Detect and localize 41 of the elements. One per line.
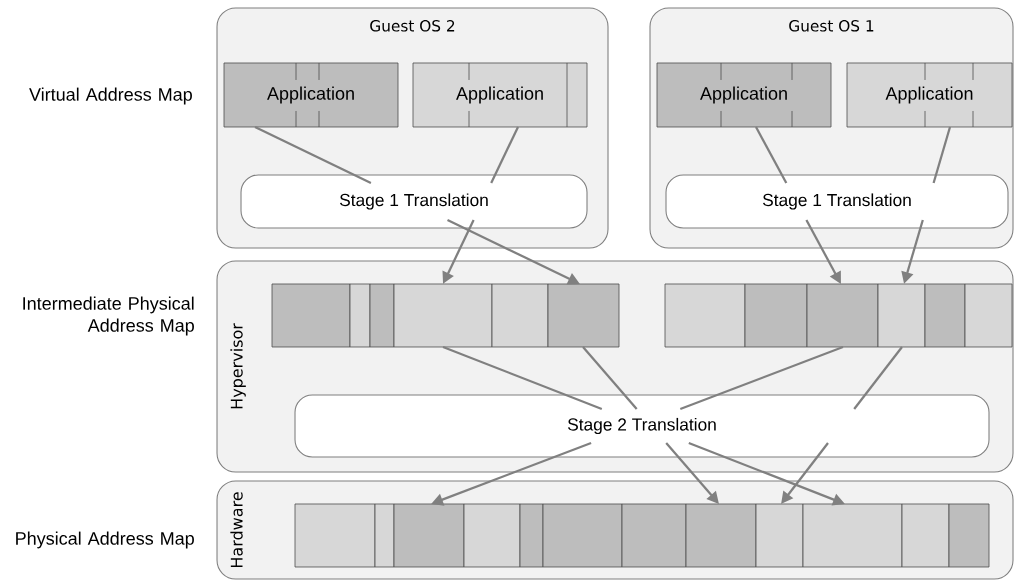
memory-block: [547, 283, 620, 348]
memory-block: [664, 283, 746, 348]
connector-line: [442, 345, 603, 411]
application-block: Application: [846, 62, 1013, 128]
memory-block: [744, 283, 808, 348]
connector-line: [932, 126, 952, 184]
application-block: Application: [223, 62, 399, 128]
memory-block: [393, 283, 493, 348]
memory-block: [271, 283, 351, 348]
memory-block: [877, 283, 926, 348]
memory-block: [374, 503, 395, 568]
connector-line: [490, 126, 520, 184]
row-label: Physical Address Map: [16, 531, 194, 549]
arrow: [665, 442, 719, 504]
memory-block: [948, 503, 990, 568]
translation-box: Stage 2 Translation: [294, 394, 990, 458]
connector-line: [679, 345, 844, 411]
memory-block: [349, 283, 371, 348]
row-label: Intermediate Physical Address Map: [23, 296, 194, 336]
arrow: [781, 442, 829, 504]
application-block: Application: [412, 62, 588, 128]
memory-block: [491, 283, 549, 348]
translation-box: Stage 1 Translation: [665, 174, 1009, 229]
memory-block: [806, 283, 879, 348]
connector-line: [582, 346, 638, 410]
memory-block: [964, 283, 1013, 348]
memory-block: [755, 503, 804, 568]
application-block: Application: [656, 62, 832, 128]
memory-block: [685, 503, 757, 568]
memory-block: [369, 283, 395, 348]
connector-line: [254, 125, 372, 185]
memory-block: [901, 503, 950, 568]
memory-block: [519, 503, 544, 568]
memory-block: [621, 503, 687, 568]
memory-block: [924, 283, 966, 348]
connector-line: [755, 126, 788, 184]
memory-block: [463, 503, 521, 568]
translation-box: Stage 1 Translation: [240, 174, 588, 229]
memory-block: [393, 503, 465, 568]
connector-line: [853, 346, 903, 410]
row-label: Virtual Address Map: [29, 87, 192, 105]
